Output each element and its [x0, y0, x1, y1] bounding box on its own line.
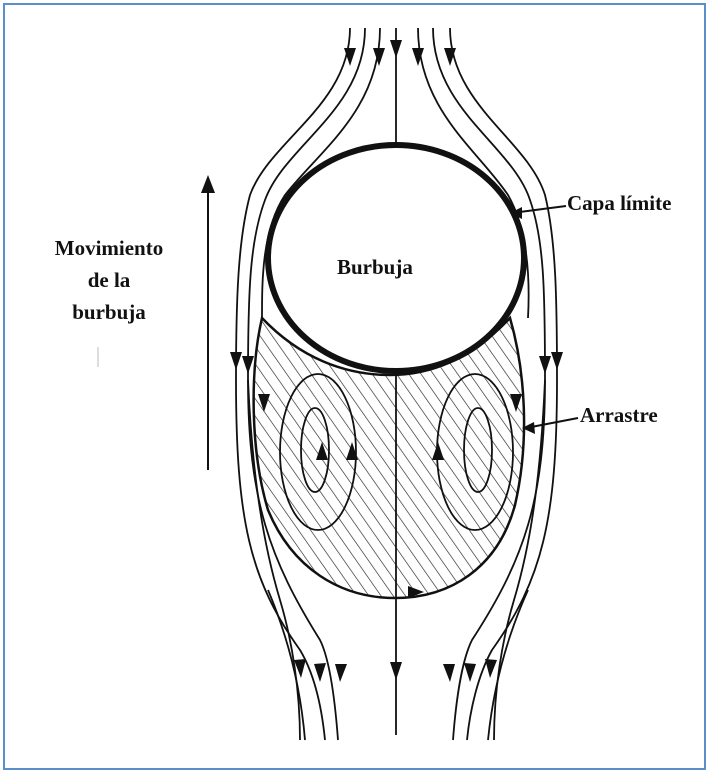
motion-label-line1: Movimiento [16, 232, 202, 264]
wake-label: Arrastre [580, 403, 658, 428]
arrow-right-bottom-3 [485, 659, 497, 678]
motion-label-line3: burbuja [16, 296, 202, 328]
arrow-left-mid-1 [230, 352, 242, 370]
motion-arrow-head [201, 175, 215, 193]
arrow-center-top [390, 40, 402, 58]
arrow-left-mid-2 [242, 356, 254, 374]
arrow-right-mid-1 [539, 356, 551, 374]
arrow-left-bottom-3 [335, 664, 347, 682]
motion-label-line2: de la [16, 264, 202, 296]
arrow-right-bottom-1 [443, 664, 455, 682]
arrow-right-bottom-2 [464, 663, 476, 682]
boundary-layer-label: Capa límite [567, 191, 671, 216]
arrow-left-top-2 [373, 48, 385, 66]
arrow-left-bottom-2 [314, 663, 326, 682]
arrow-right-mid-2 [551, 352, 563, 370]
motion-label: Movimiento de la burbuja [16, 232, 202, 328]
bubble-label: Burbuja [337, 255, 413, 280]
arrow-center-bottom [390, 662, 402, 680]
